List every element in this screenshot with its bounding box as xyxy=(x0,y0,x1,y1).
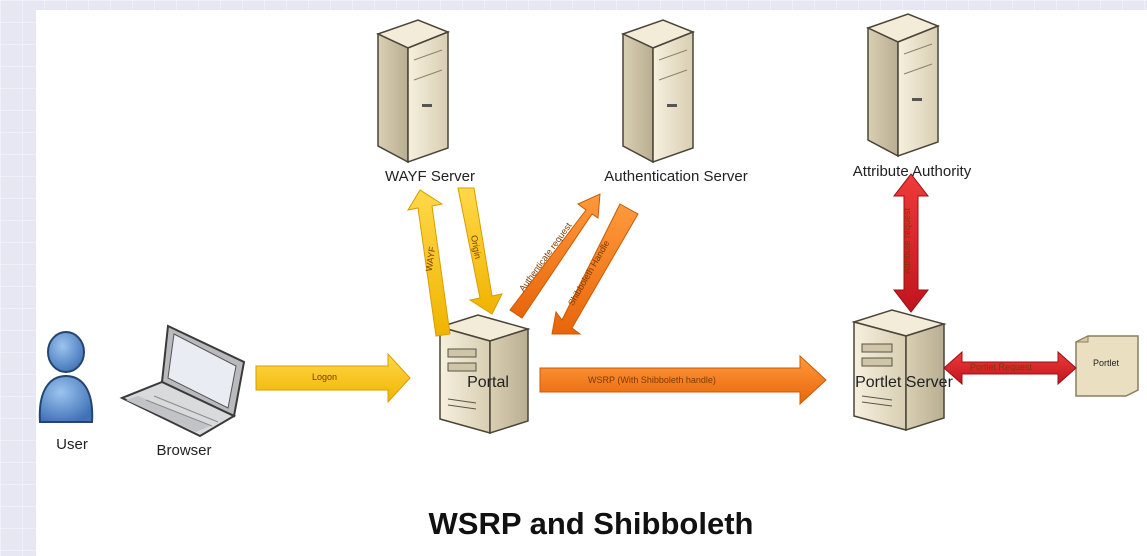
authentication-server-icon xyxy=(621,19,696,164)
user-person-icon xyxy=(38,331,94,423)
wayf-arrow xyxy=(406,189,451,337)
user-label: User xyxy=(56,436,88,453)
shibboleth-handle-arrow xyxy=(551,203,639,335)
wayf-server-icon xyxy=(376,19,451,164)
portal-server-icon xyxy=(437,314,531,435)
logon-arrow-label: Logon xyxy=(312,372,338,382)
authenticate-request-arrow xyxy=(509,193,601,319)
attribute-request-arrow xyxy=(892,173,930,313)
portlet-document-icon xyxy=(1075,335,1139,397)
attribute-authority-label: Attribute Authority xyxy=(852,163,972,180)
diagram-title: WSRP and Shibboleth xyxy=(428,506,754,541)
browser-label: Browser xyxy=(156,442,212,459)
portlet-server-icon xyxy=(851,309,947,432)
portal-label: Portal xyxy=(467,374,509,391)
browser-laptop-icon xyxy=(119,324,246,438)
logon-arrow xyxy=(255,352,411,404)
wayf-server-label: WAYF Server xyxy=(384,168,476,185)
origin-arrow xyxy=(457,187,503,315)
portlet-label: Portlet xyxy=(1092,358,1120,368)
portlet-server-label: Portlet Server xyxy=(855,374,953,391)
attribute-request-arrow-label: Attribute request xyxy=(902,207,913,275)
wsrp-arrow xyxy=(539,354,827,406)
portlet-request-arrow-label: Portlet Request xyxy=(970,362,1033,372)
portlet-request-arrow xyxy=(943,350,1077,386)
wsrp-arrow-label: WSRP (With Shibboleth handle) xyxy=(588,375,716,385)
attribute-authority-server-icon xyxy=(866,13,941,158)
authentication-server-label: Authentication Server xyxy=(604,168,748,185)
